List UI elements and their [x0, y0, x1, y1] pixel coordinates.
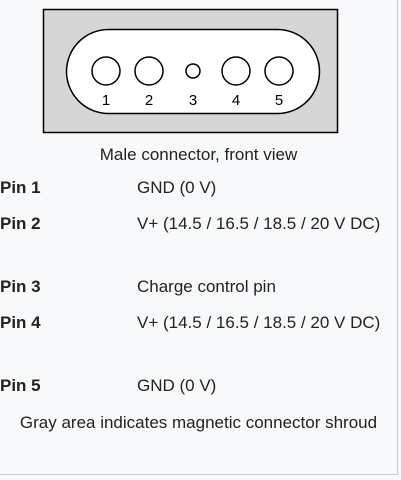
pin-description: V+ (14.5 / 16.5 / 18.5 / 20 V DC): [137, 214, 381, 233]
table-row: Pin 2 V+ (14.5 / 16.5 / 18.5 / 20 V DC): [0, 210, 397, 273]
table-row: Pin 5 GND (0 V): [0, 372, 397, 408]
diagram-caption: Male connector, front view: [99, 145, 298, 164]
pin-4-contact: [221, 56, 251, 86]
pin-description: GND (0 V): [137, 178, 217, 197]
pin-2-contact: [134, 56, 164, 86]
pin-name: Pin 3: [0, 277, 41, 296]
shroud-note: Gray area indicates magnetic connector s…: [19, 413, 378, 432]
pin-name: Pin 5: [0, 376, 41, 395]
pin-description: Charge control pin: [137, 277, 276, 296]
pin-description: GND (0 V): [137, 376, 217, 395]
pin-description: V+ (14.5 / 16.5 / 18.5 / 20 V DC): [137, 313, 381, 332]
pin-5-contact: [264, 56, 294, 86]
pin-1-contact: [91, 56, 121, 86]
table-row: Pin 4 V+ (14.5 / 16.5 / 18.5 / 20 V DC): [0, 309, 397, 372]
pin-name: Pin 1: [0, 178, 41, 197]
pin-3-contact: [185, 63, 201, 79]
pin-number-label: 5: [275, 92, 283, 109]
pin-name: Pin 2: [0, 214, 41, 233]
pin-number-label: 2: [145, 92, 153, 109]
pin-number-label: 4: [232, 92, 240, 109]
pinout-table: Pin 1 GND (0 V) Pin 2 V+ (14.5 / 16.5 / …: [0, 174, 397, 408]
table-row: Pin 1 GND (0 V): [0, 174, 397, 210]
pin-name: Pin 4: [0, 313, 41, 332]
pin-number-label: 3: [189, 92, 197, 109]
table-row: Pin 3 Charge control pin: [0, 273, 397, 309]
pin-number-label: 1: [102, 92, 110, 109]
connector-diagram: 1 2 3 4 5: [42, 8, 339, 134]
